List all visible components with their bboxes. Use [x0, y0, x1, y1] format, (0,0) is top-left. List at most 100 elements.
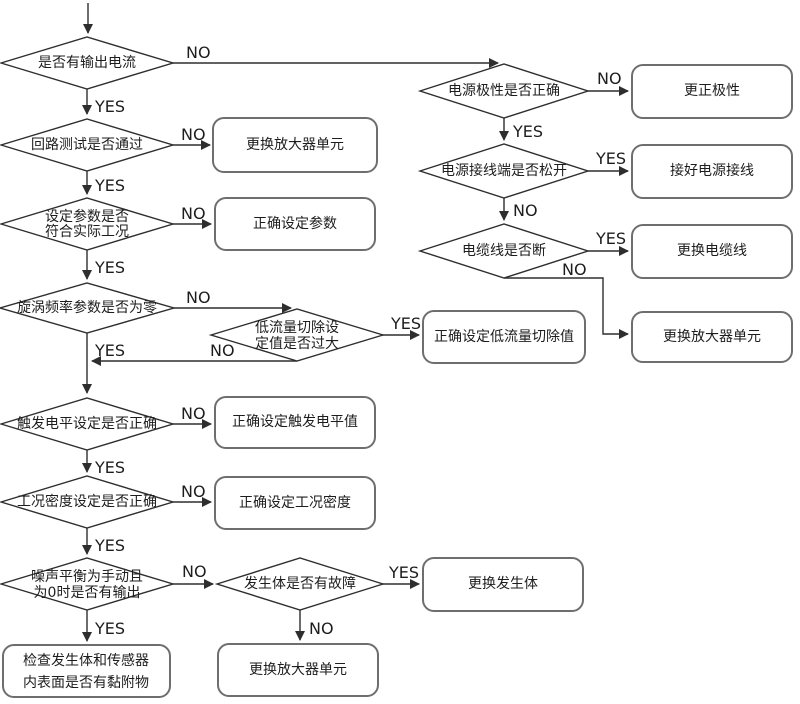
decision-trigger-level-shape [0, 397, 176, 451]
decision-low-flow-cutoff-label-1: 低流量切除设 [255, 320, 339, 336]
edge-label-noise-balance-no: NO [182, 562, 207, 581]
action-replace-amplifier-1: 更换放大器单元 [212, 117, 378, 173]
action-replace-cable-shape [631, 224, 793, 279]
edge-label-power-terminal-yes: YES [595, 149, 626, 168]
decision-shedder-fault-shape [214, 557, 386, 611]
action-replace-amplifier-2-shape [631, 311, 793, 363]
action-connect-power: 接好电源接线 [631, 144, 793, 199]
decision-shedder-fault: 发生体是否有故障 [214, 557, 386, 611]
decision-loop-test-shape [0, 118, 176, 172]
decision-power-terminal-shape [417, 143, 591, 199]
decision-loop-test: 回路测试是否通过 [0, 118, 176, 172]
action-replace-amplifier-3: 更换放大器单元 [217, 643, 379, 697]
decision-parameter-match-label-2: 符合实际工况 [45, 224, 129, 240]
decision-cable-broken-shape [417, 223, 591, 279]
decision-vortex-frequency: 旋涡频率参数是否为零 [0, 282, 177, 334]
decision-vortex-frequency-shape [0, 282, 177, 334]
edge-label-low-flow-cutoff-no: NO [210, 341, 235, 360]
action-replace-cable: 更换电缆线 [631, 224, 793, 279]
edge-label-cable-broken-yes: YES [595, 229, 626, 248]
decision-noise-balance: 噪声平衡为手动且 为0时是否有输出 [0, 557, 176, 611]
decision-density-label: 工况密度设定是否正确 [17, 493, 157, 510]
decision-trigger-level-label: 触发电平设定是否正确 [17, 416, 157, 432]
decision-output-current-label: 是否有输出电流 [38, 55, 136, 71]
edge-label-shedder-fault-yes: YES [388, 563, 419, 582]
edge-label-trigger-level-no: NO [181, 404, 206, 423]
edge-label-power-polarity-yes: YES [512, 122, 543, 141]
decision-power-polarity-label: 电源极性是否正确 [448, 83, 560, 99]
edge-label-density-no: NO [181, 482, 206, 501]
decision-noise-balance-label-1: 噪声平衡为手动且 [31, 569, 143, 585]
decision-cable-broken-label: 电缆线是否断 [462, 243, 546, 259]
edge-cable-broken-no [504, 277, 629, 339]
decision-cable-broken: 电缆线是否断 [417, 223, 591, 279]
action-set-trigger-level-label: 正确设定触发电平值 [232, 414, 358, 430]
action-set-low-flow-cutoff-shape [422, 310, 586, 364]
action-set-parameters-label: 正确设定参数 [253, 215, 337, 232]
decision-loop-test-label: 回路测试是否通过 [31, 137, 143, 153]
edge-label-density-yes: YES [94, 536, 125, 555]
edge-label-power-polarity-no: NO [597, 69, 622, 88]
action-set-trigger-level-shape [214, 396, 376, 449]
decision-low-flow-cutoff: 低流量切除设 定值是否过大 [208, 308, 386, 362]
action-connect-power-label: 接好电源接线 [670, 162, 754, 179]
action-replace-amplifier-3-label: 更换放大器单元 [249, 661, 347, 678]
edge-label-cable-broken-no: NO [562, 260, 587, 279]
edge-label-loop-test-no: NO [181, 125, 206, 144]
edge-label-output-current-yes: YES [94, 97, 125, 116]
action-replace-amplifier-1-shape [212, 117, 378, 173]
action-replace-amplifier-1-label: 更换放大器单元 [246, 136, 344, 153]
action-set-parameters: 正确设定参数 [214, 197, 376, 251]
decision-vortex-frequency-label: 旋涡频率参数是否为零 [17, 299, 157, 316]
decision-noise-balance-shape [0, 557, 176, 611]
edge-label-vortex-frequency-yes: YES [94, 341, 125, 360]
decision-output-current-shape [0, 36, 176, 90]
edge-label-shedder-fault-no: NO [309, 619, 334, 638]
decision-power-polarity: 电源极性是否正确 [417, 63, 591, 119]
edge-label-output-current-no: NO [186, 43, 211, 62]
edge-label-noise-balance-yes: YES [94, 619, 125, 638]
decision-noise-balance-label-2: 为0时是否有输出 [34, 585, 141, 601]
decision-power-polarity-shape [417, 63, 591, 119]
edge-label-vortex-frequency-no: NO [186, 288, 211, 307]
decision-power-terminal-label: 电源接线端是否松开 [441, 162, 567, 179]
action-check-shedder-sensor-shape [2, 644, 171, 698]
decision-trigger-level: 触发电平设定是否正确 [0, 397, 176, 451]
decision-output-current: 是否有输出电流 [0, 36, 176, 90]
decision-density: 工况密度设定是否正确 [0, 475, 176, 529]
edge-label-parameter-match-yes: YES [94, 258, 125, 277]
action-replace-amplifier-2-label: 更换放大器单元 [663, 328, 761, 345]
decision-low-flow-cutoff-label-2: 定值是否过大 [255, 336, 339, 352]
action-set-trigger-level: 正确设定触发电平值 [214, 396, 376, 449]
action-connect-power-shape [631, 144, 793, 199]
edge-label-low-flow-cutoff-yes: YES [390, 314, 421, 333]
action-set-density-shape [214, 476, 376, 530]
decision-parameter-match-shape [0, 197, 176, 251]
action-check-shedder-sensor-label-1: 检查发生体和传感器 [23, 652, 149, 669]
action-set-density: 正确设定工况密度 [214, 476, 376, 530]
action-replace-amplifier-3-shape [217, 643, 379, 697]
action-set-parameters-shape [214, 197, 376, 251]
decision-shedder-fault-label: 发生体是否有故障 [244, 576, 356, 592]
edge-label-parameter-match-no: NO [181, 204, 206, 223]
edge-label-trigger-level-yes: YES [94, 458, 125, 477]
edge-label-loop-test-yes: YES [94, 176, 125, 195]
action-replace-shedder-shape [422, 557, 584, 612]
action-replace-amplifier-2: 更换放大器单元 [631, 311, 793, 363]
decision-parameter-match-label-1: 设定参数是否 [45, 208, 129, 225]
action-set-low-flow-cutoff: 正确设定低流量切除值 [422, 310, 586, 364]
action-replace-shedder: 更换发生体 [422, 557, 584, 612]
action-check-shedder-sensor: 检查发生体和传感器 内表面是否有黏附物 [2, 644, 171, 698]
decision-density-shape [0, 475, 176, 529]
action-replace-cable-label: 更换电缆线 [677, 242, 747, 259]
action-correct-polarity-label: 更正极性 [684, 83, 740, 99]
decision-parameter-match: 设定参数是否 符合实际工况 [0, 197, 176, 251]
action-set-low-flow-cutoff-label: 正确设定低流量切除值 [434, 329, 574, 345]
action-replace-shedder-label: 更换发生体 [468, 575, 538, 592]
decision-power-terminal: 电源接线端是否松开 [417, 143, 591, 199]
decision-low-flow-cutoff-shape [208, 308, 386, 362]
action-set-density-label: 正确设定工况密度 [239, 494, 351, 511]
action-correct-polarity-shape [631, 64, 793, 119]
